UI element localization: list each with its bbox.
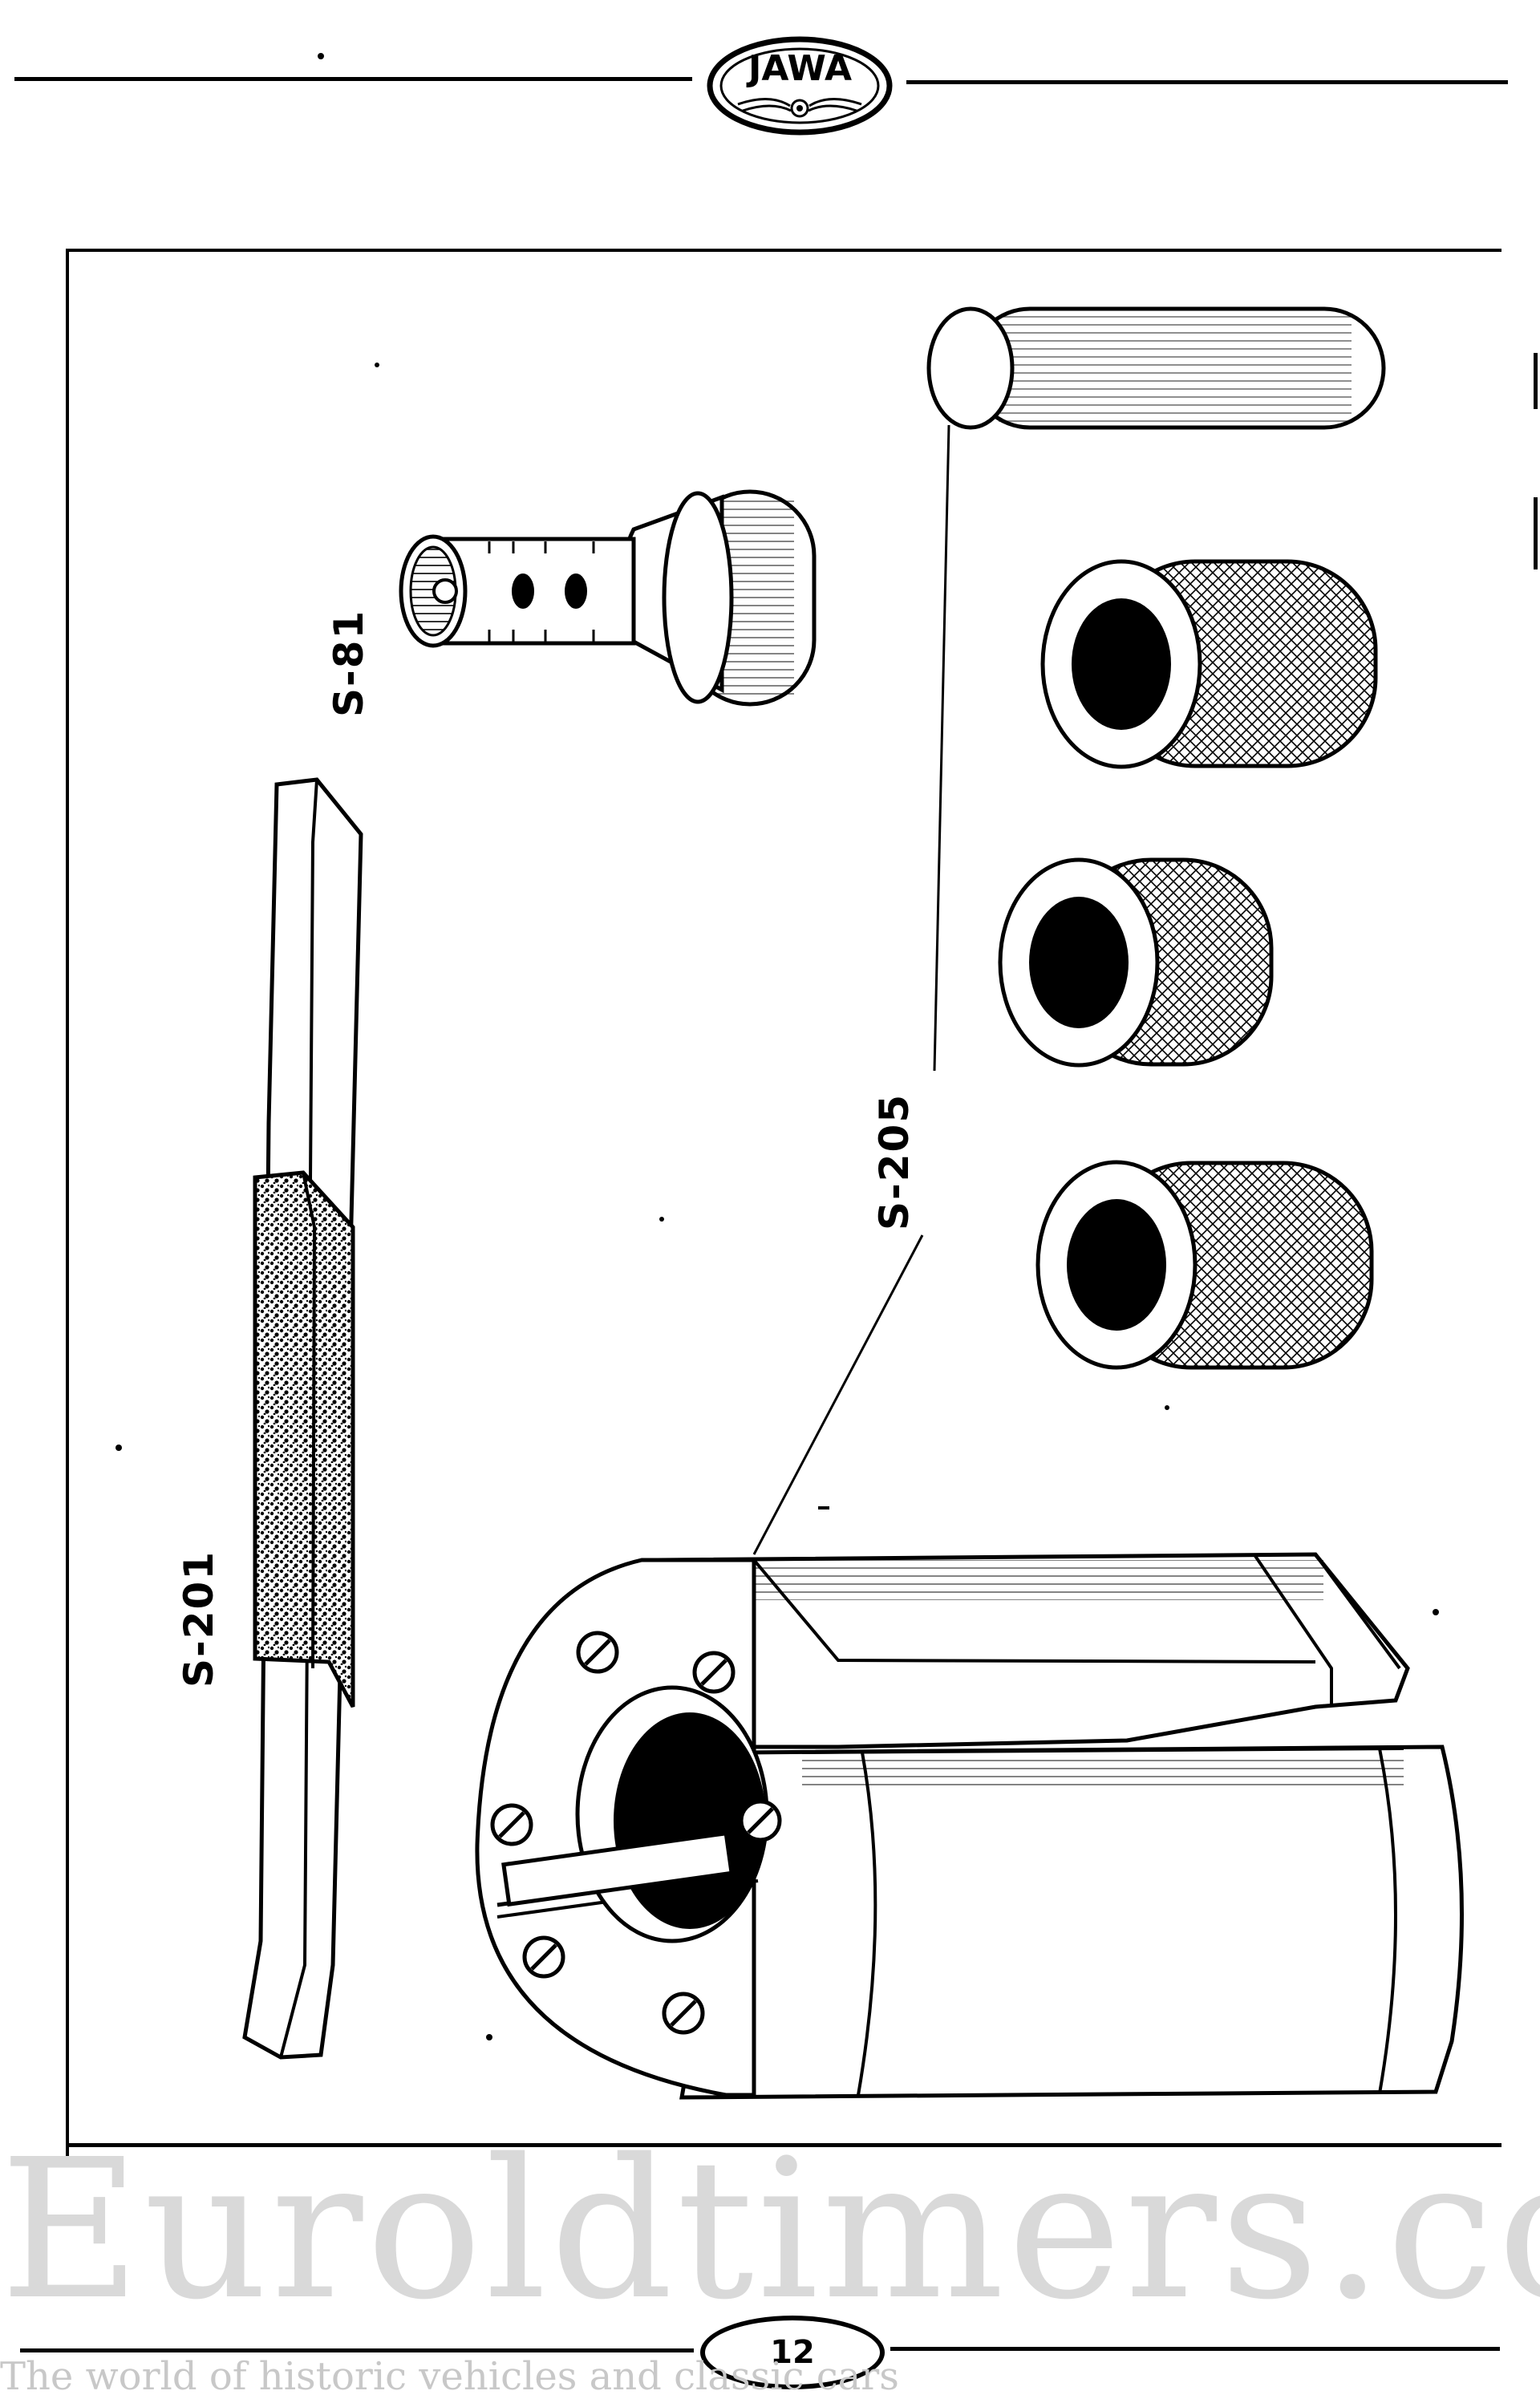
- watermark-tagline: The world of historic vehicles and class…: [0, 2354, 899, 2399]
- bushing-2: [998, 857, 1274, 1068]
- s205-tool: [475, 1552, 1464, 2100]
- s205-leader-lower: [752, 1234, 924, 1555]
- watermark-brand: Euroldtimers.com: [0, 2134, 1540, 2326]
- s81-tool: [399, 489, 817, 707]
- frame-top: [66, 249, 1502, 252]
- frame-left: [66, 249, 69, 2158]
- s201-hone: [242, 777, 363, 2060]
- pin-tool: [926, 306, 1386, 430]
- edge-mark: [1534, 353, 1538, 409]
- header-rule-left: [14, 77, 692, 81]
- header-rule-right: [906, 80, 1508, 84]
- label-s81: S-81: [326, 609, 372, 717]
- label-s205: S-205: [871, 1092, 918, 1230]
- bushing-1: [1040, 559, 1378, 769]
- frame-bottom: [66, 2143, 1502, 2147]
- footer-rule-right: [890, 2347, 1500, 2351]
- s205-leader-upper: [933, 424, 950, 1072]
- label-s201: S-201: [176, 1550, 222, 1688]
- footer-rule-left: [20, 2348, 694, 2352]
- bushing-3: [1035, 1160, 1374, 1370]
- jawa-logo: [707, 36, 893, 136]
- page-number: 12: [700, 2316, 885, 2389]
- edge-mark-2: [1534, 497, 1538, 569]
- logo-text: JAWA: [748, 48, 853, 89]
